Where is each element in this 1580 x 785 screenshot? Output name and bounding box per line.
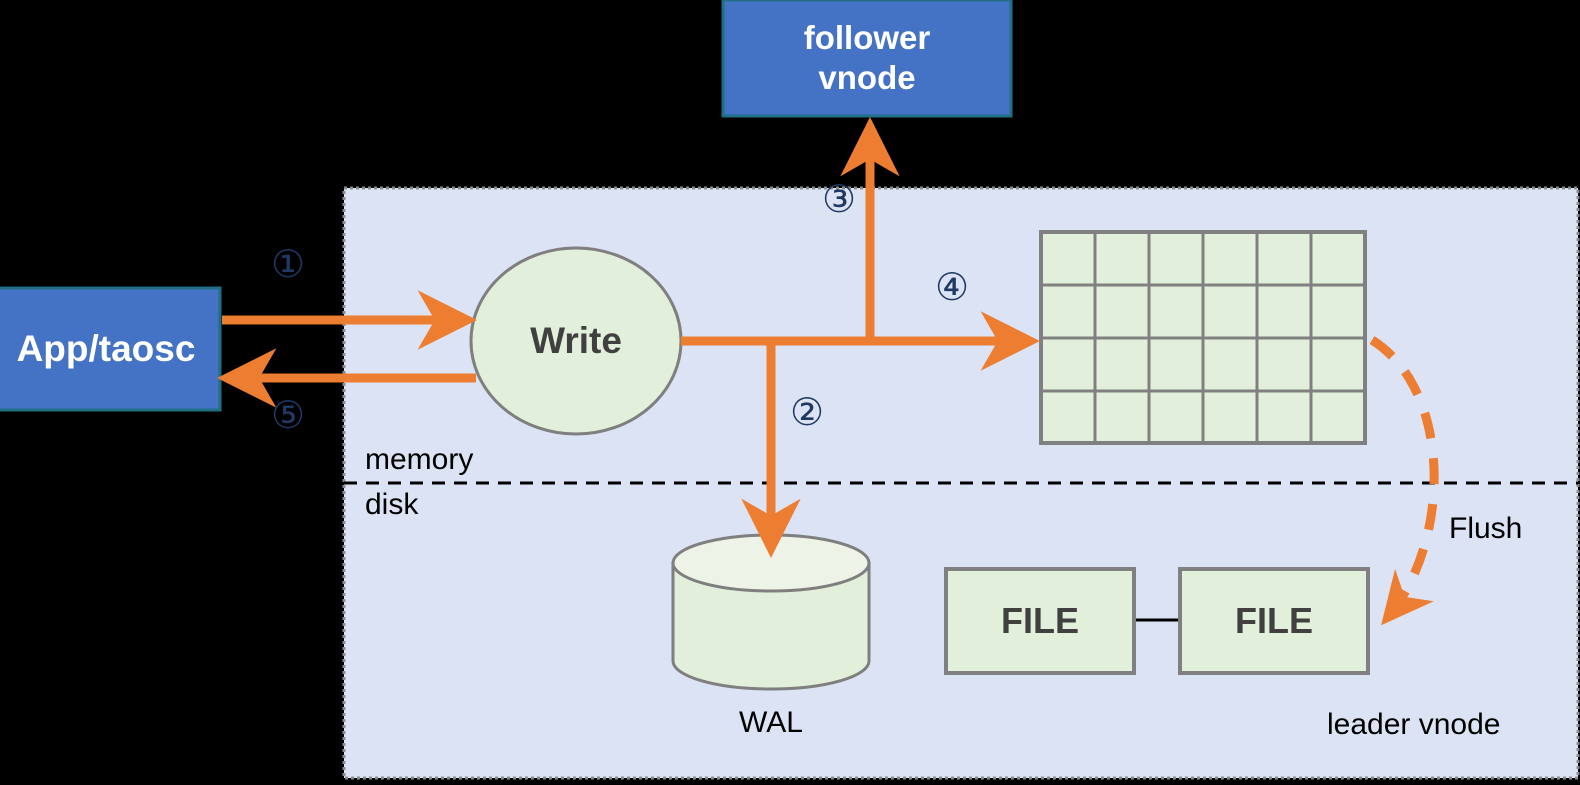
step-number-5: ⑤ (271, 393, 306, 437)
disk-label: disk (365, 488, 419, 521)
step-number-2: ② (790, 390, 825, 434)
write-ellipse[interactable] (469, 246, 683, 436)
file-box-right[interactable] (1178, 567, 1370, 675)
step-number-3: ③ (822, 177, 857, 221)
follower-vnode-box[interactable] (721, 0, 1013, 118)
step-number-4: ④ (935, 265, 970, 309)
file-box-left[interactable] (944, 567, 1136, 675)
leader-vnode-caption: leader vnode (1327, 708, 1501, 741)
wal-cylinder[interactable] (671, 533, 871, 691)
app-taosc-box[interactable] (0, 286, 222, 412)
arrow-flush (1369, 336, 1439, 626)
flush-label: Flush (1449, 512, 1523, 545)
step-number-1: ① (271, 242, 306, 286)
memtable-grid[interactable] (1039, 230, 1367, 445)
memory-label: memory (365, 443, 474, 476)
